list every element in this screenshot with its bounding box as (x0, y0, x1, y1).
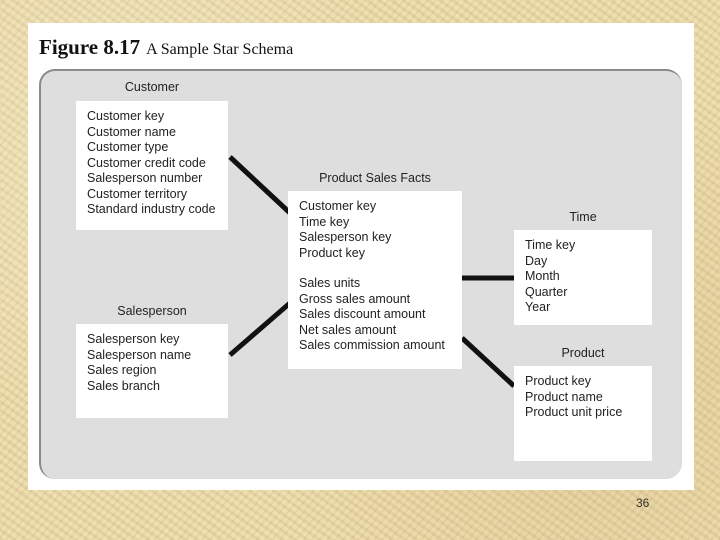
figure-title: Figure 8.17 A Sample Star Schema (39, 35, 293, 60)
link-customer-facts (228, 155, 292, 215)
facts-measure-field: Gross sales amount (299, 291, 411, 306)
customer-table-name: Customer (124, 80, 180, 94)
salesperson-field: Sales branch (87, 378, 160, 393)
salesperson-table-name: Salesperson (117, 304, 187, 318)
salesperson-field: Sales region (87, 363, 157, 377)
time-table: Time key Day Month Quarter Year (514, 230, 652, 325)
time-field: Month (525, 269, 560, 283)
facts-measure-field: Sales discount amount (299, 307, 426, 321)
customer-field: Customer key (87, 109, 165, 123)
field-group-gap (299, 261, 462, 276)
link-facts-product (460, 336, 516, 388)
figure-caption: A Sample Star Schema (146, 41, 294, 58)
salesperson-field: Salesperson key (87, 332, 180, 346)
product-field: Product unit price (525, 405, 623, 419)
facts-key-field: Customer key (299, 199, 377, 213)
salesperson-table: Salesperson key Salesperson name Sales r… (76, 324, 228, 418)
facts-key-field: Time key (299, 214, 350, 229)
customer-field: Customer type (87, 140, 169, 154)
salesperson-field: Salesperson name (87, 347, 192, 362)
facts-table-name: Product Sales Facts (319, 171, 431, 185)
time-field: Time key (525, 238, 576, 252)
facts-key-field: Salesperson key (299, 230, 392, 244)
customer-field: Customer territory (87, 186, 188, 201)
page-number: 36 (636, 496, 650, 510)
facts-key-field: Product key (299, 245, 366, 260)
customer-field: Customer credit code (87, 155, 206, 170)
customer-field: Salesperson number (87, 171, 203, 185)
time-field: Quarter (525, 284, 568, 299)
customer-field: Customer name (87, 124, 176, 139)
facts-measure-field: Net sales amount (299, 322, 397, 337)
slide: Figure 8.17 A Sample Star Schema Customer… (28, 23, 694, 490)
product-field: Product key (525, 374, 592, 388)
time-table-name: Time (569, 210, 597, 224)
time-field: Year (525, 300, 551, 314)
time-field: Day (525, 253, 548, 268)
facts-measure-field: Sales units (299, 276, 361, 290)
relationship-lines (228, 155, 516, 388)
figure-number: Figure 8.17 (39, 35, 141, 59)
customer-field: Standard industry code (87, 202, 216, 216)
facts-measure-field: Sales commission amount (299, 338, 445, 352)
facts-table: Customer key Time key Salesperson key Pr… (288, 191, 462, 369)
product-field: Product name (525, 389, 603, 404)
link-salesperson-facts (228, 301, 292, 357)
customer-table: Customer key Customer name Customer type… (76, 101, 228, 230)
product-table: Product key Product name Product unit pr… (514, 366, 652, 461)
product-table-name: Product (561, 346, 605, 360)
